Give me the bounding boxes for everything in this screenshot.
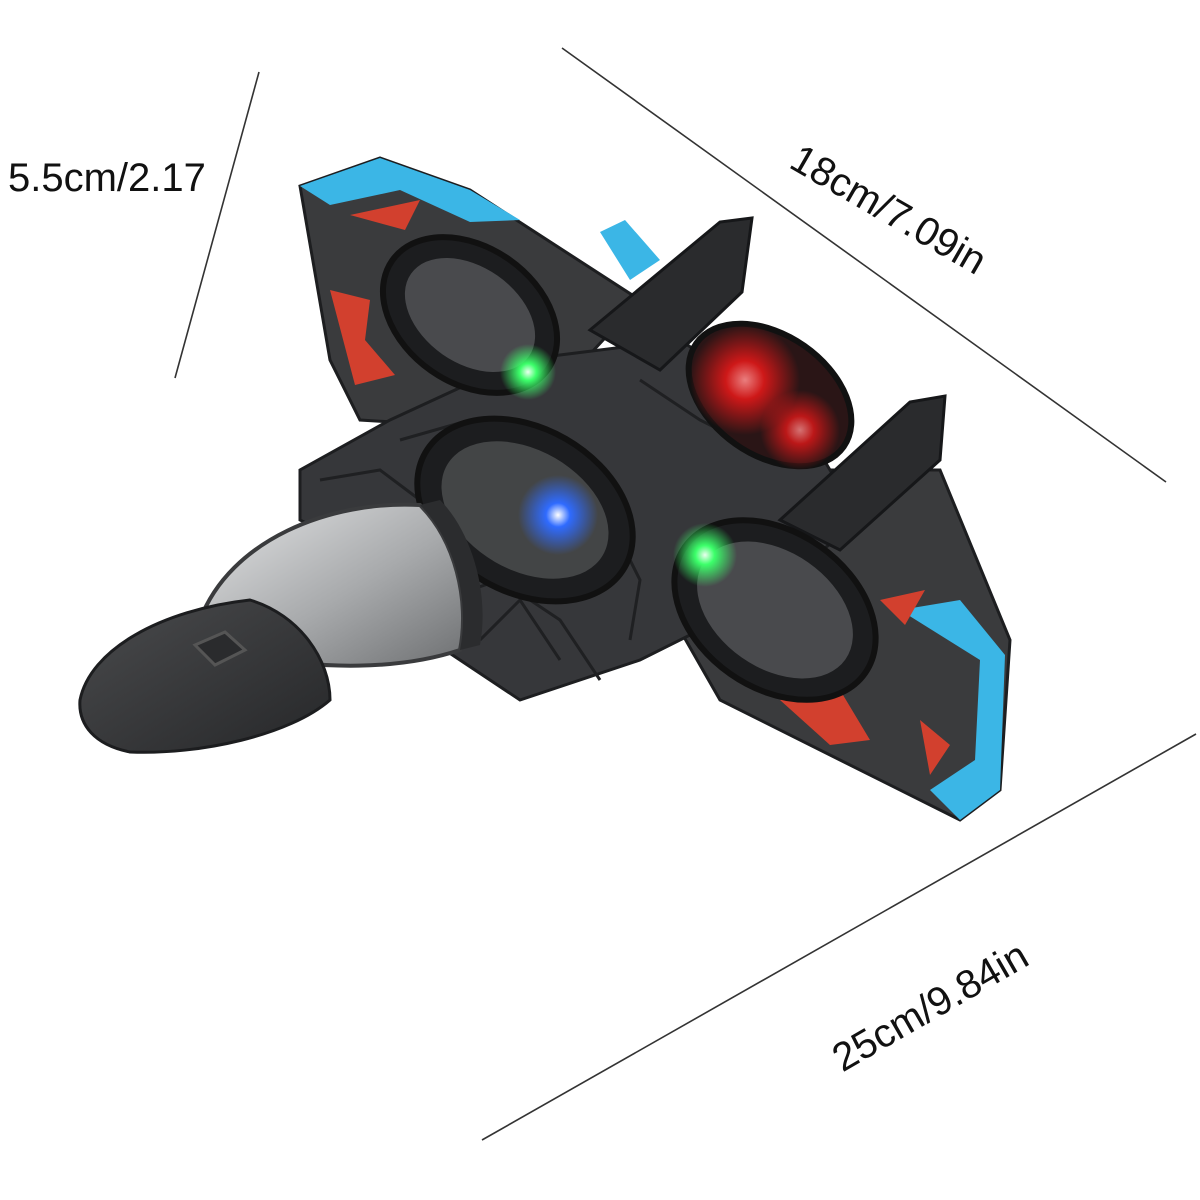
left-wing-red-camo: [330, 200, 420, 385]
right-wing-red-camo: [780, 590, 950, 775]
canopy-frame: [420, 500, 483, 650]
blue-led-icon: [518, 475, 598, 555]
nose-cone: [78, 598, 332, 754]
front-left-rotor: [379, 234, 561, 400]
red-led-icon-2: [760, 390, 840, 470]
length-dimension-line: [481, 733, 1197, 1141]
left-wing-blue-edge: [300, 158, 520, 222]
height-dimension-line: [174, 71, 260, 379]
left-tail-fin: [587, 216, 754, 372]
left-tail-stub: [600, 220, 660, 280]
nose-sensor: [192, 630, 248, 667]
jet-drone: [78, 156, 1012, 822]
rear-left-rotor: [685, 320, 855, 470]
height-dimension-label: 5.5cm/2.17: [8, 156, 206, 200]
rear-right-rotor: [671, 517, 879, 703]
width-dimension-line: [561, 47, 1167, 483]
green-led-icon-2: [673, 523, 737, 587]
right-wing-blue-edge: [900, 600, 1005, 820]
green-led-icon: [500, 344, 556, 400]
right-tail-fin: [777, 394, 947, 552]
